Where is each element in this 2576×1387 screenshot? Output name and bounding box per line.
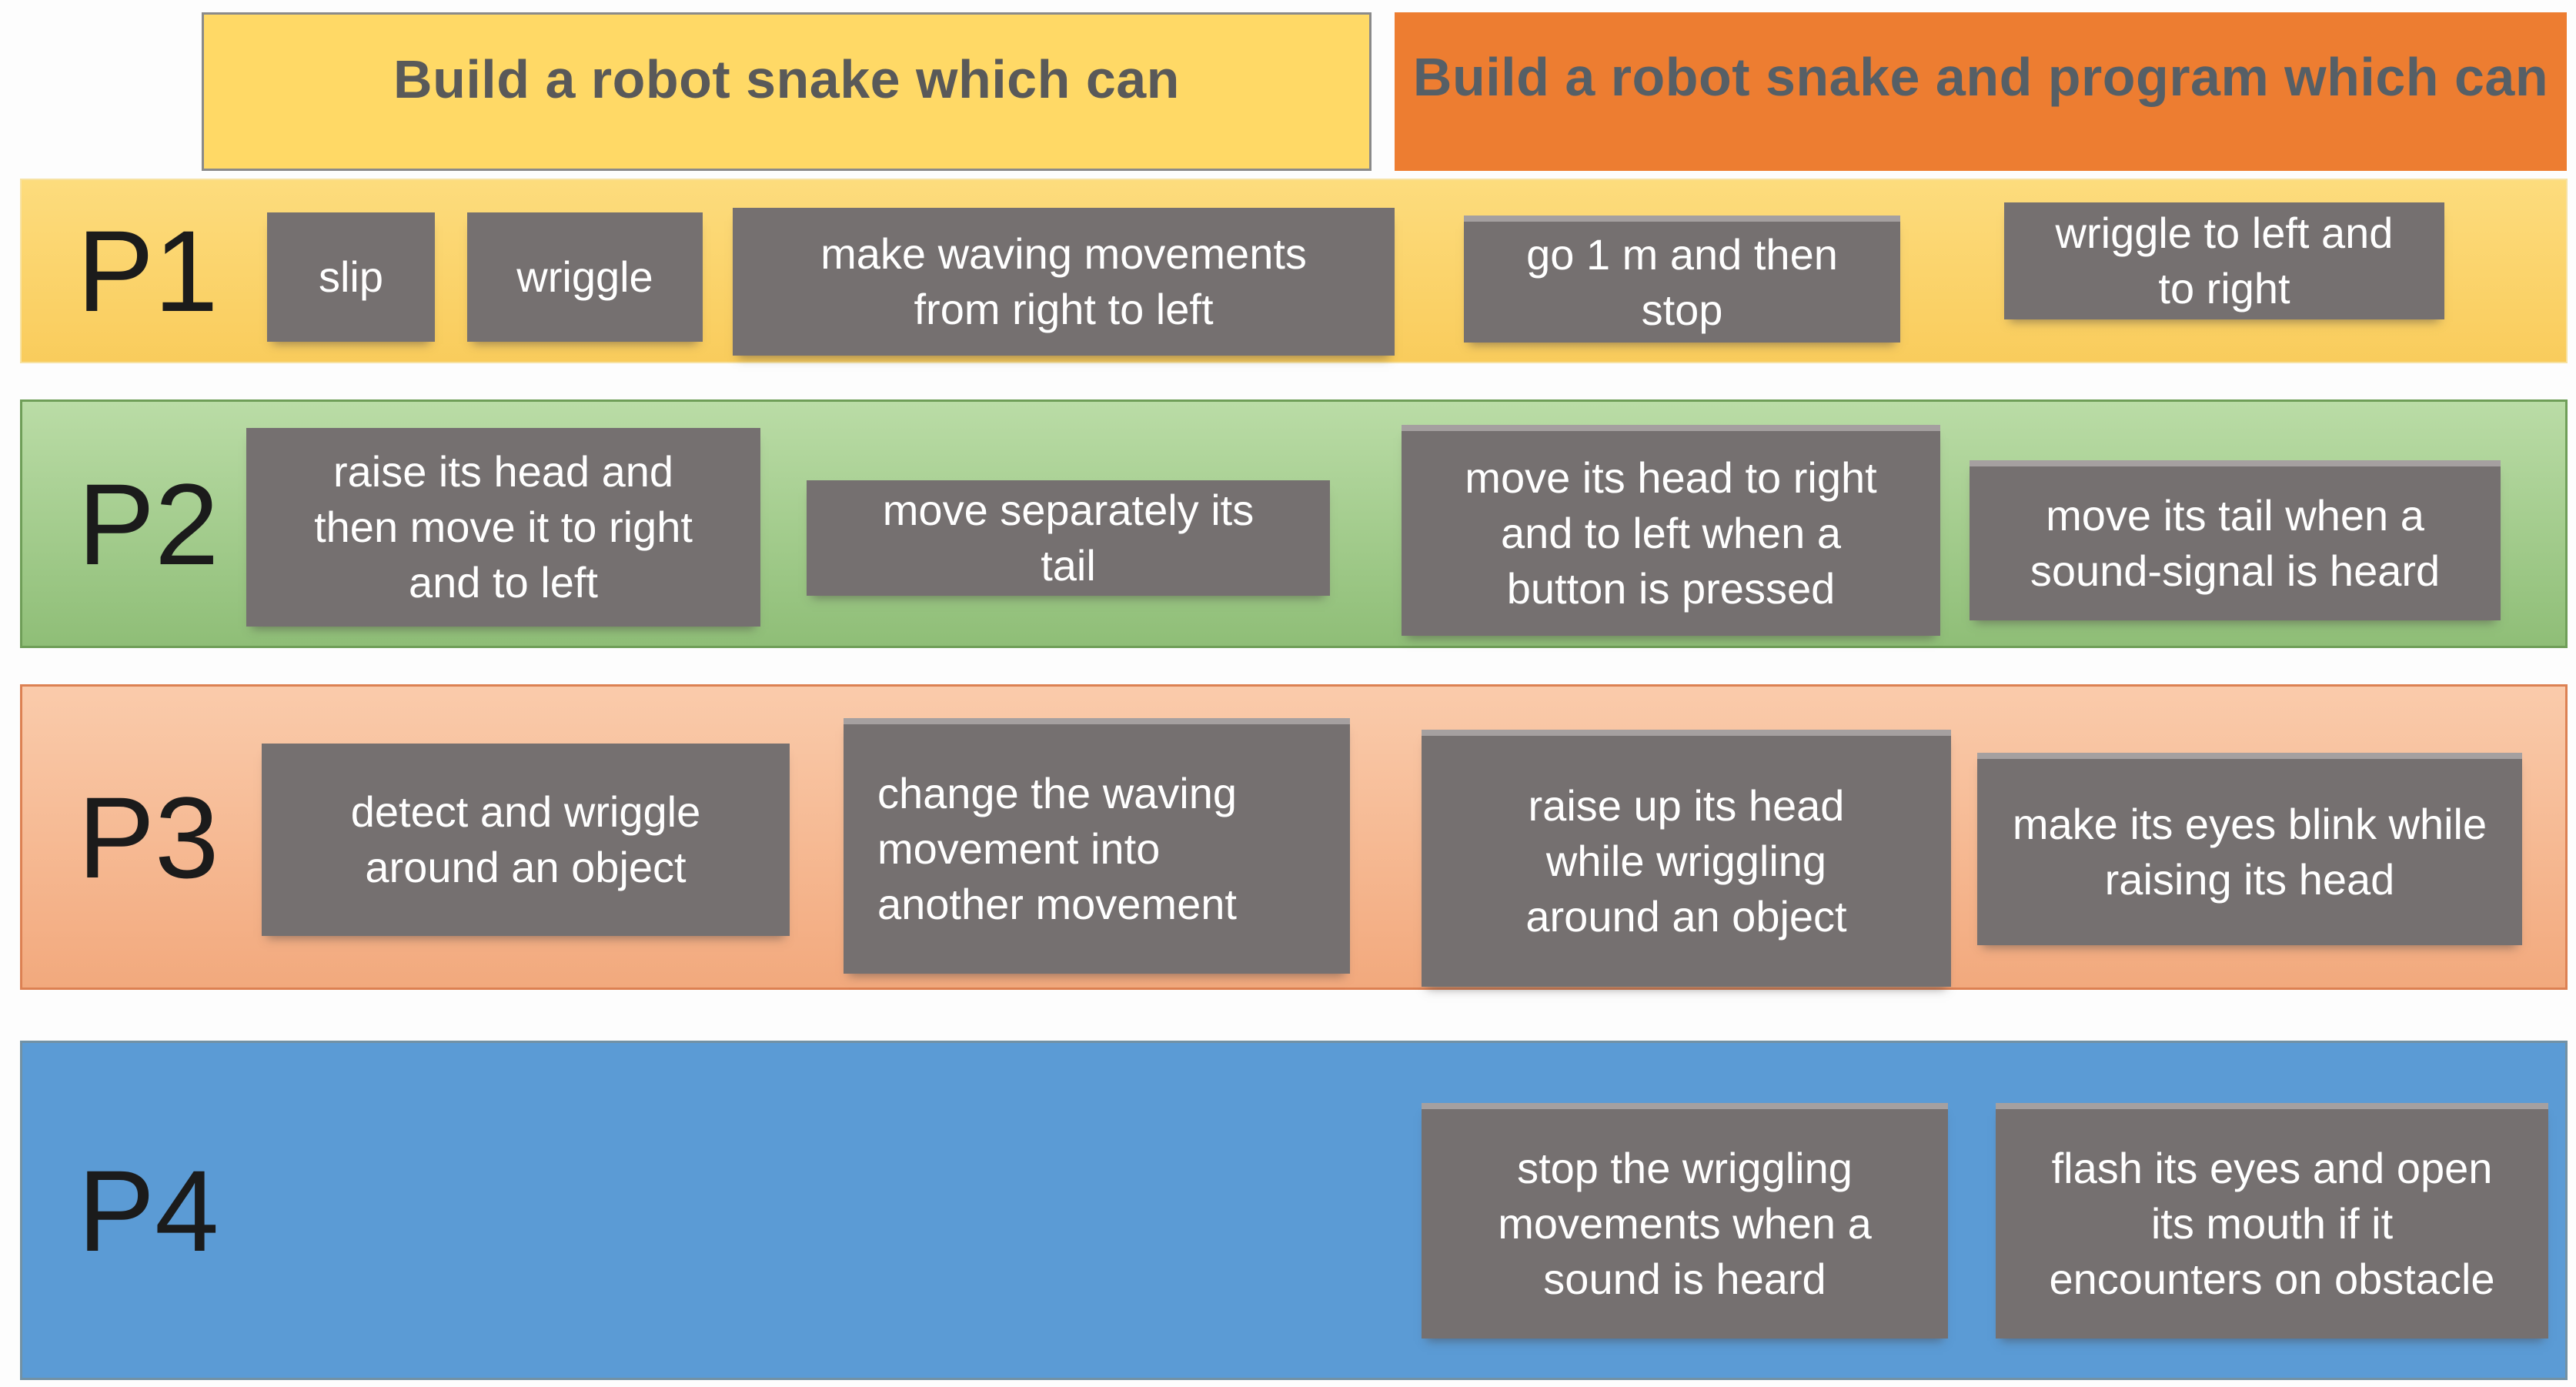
row-band-p1: P1 slip wriggle make waving movements fr… bbox=[20, 179, 2568, 363]
task-box-p3-eyes-blink: make its eyes blink while raising its he… bbox=[1977, 753, 2522, 945]
row-band-p3: P3 detect and wriggle around an object c… bbox=[20, 684, 2568, 990]
task-box-p3-raise-head-wriggling: raise up its head while wriggling around… bbox=[1422, 730, 1951, 987]
task-box-p1-wriggle: wriggle bbox=[467, 212, 703, 342]
task-box-p1-go-1m-stop: go 1 m and then stop bbox=[1464, 216, 1900, 343]
row-label-p2: P2 bbox=[78, 459, 219, 589]
column-header-build-label: Build a robot snake which can bbox=[393, 49, 1180, 109]
task-box-p1-slip: slip bbox=[267, 212, 435, 342]
column-header-build-program: Build a robot snake and program which ca… bbox=[1395, 12, 2567, 171]
task-box-p1-wriggle-left-right: wriggle to left and to right bbox=[2004, 202, 2444, 319]
task-box-p4-flash-eyes-obstacle: flash its eyes and open its mouth if it … bbox=[1996, 1103, 2548, 1339]
column-header-build: Build a robot snake which can bbox=[202, 12, 1372, 171]
row-label-p4: P4 bbox=[78, 1145, 219, 1275]
task-box-p2-head-button: move its head to right and to left when … bbox=[1402, 425, 1940, 636]
column-header-build-program-label: Build a robot snake and program which ca… bbox=[1412, 47, 2549, 107]
task-box-p1-waving-movements: make waving movements from right to left bbox=[733, 208, 1395, 356]
task-box-p2-tail-sound-signal: move its tail when a sound-signal is hea… bbox=[1970, 460, 2501, 620]
row-label-p3: P3 bbox=[78, 772, 219, 902]
row-band-p4: P4 stop the wriggling movements when a s… bbox=[20, 1041, 2568, 1380]
row-band-p2: P2 raise its head and then move it to ri… bbox=[20, 399, 2568, 648]
task-box-p2-move-tail: move separately its tail bbox=[807, 480, 1330, 596]
task-box-p2-raise-head: raise its head and then move it to right… bbox=[246, 428, 760, 627]
task-box-p4-stop-wriggling-sound: stop the wriggling movements when a soun… bbox=[1422, 1103, 1948, 1339]
task-box-p3-detect-wriggle: detect and wriggle around an object bbox=[262, 744, 790, 936]
task-box-p3-change-waving: change the waving movement into another … bbox=[844, 718, 1350, 974]
row-label-p1: P1 bbox=[77, 206, 219, 336]
